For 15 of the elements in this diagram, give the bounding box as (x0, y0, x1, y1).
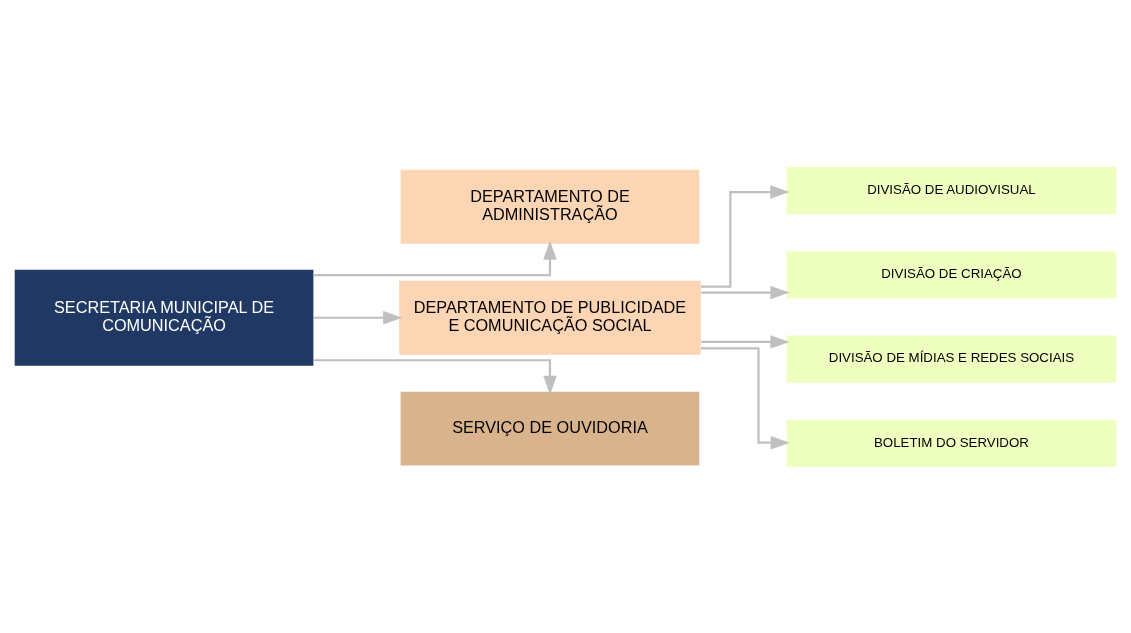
node-box: DIVISÃO DE CRIAÇÃO (786, 250, 1117, 298)
node-box: SECRETARIA MUNICIPAL DE COMUNICAÇÃO (14, 269, 314, 366)
node-box: BOLETIM DO SERVIDOR (786, 419, 1117, 467)
arrow (313, 240, 557, 276)
arrow (701, 334, 790, 349)
arrow (701, 184, 790, 288)
node-box: DEPARTAMENTO DE PUBLICIDADE E COMUNICAÇÃO SOCIAL (399, 280, 701, 355)
node-box: DIVISÃO DE AUDIOVISUAL (786, 166, 1117, 214)
node-box: DEPARTAMENTO DE ADMINISTRAÇÃO (400, 169, 700, 244)
arrow (701, 285, 790, 299)
node-box: DIVISÃO DE MÍDIAS E REDES SOCIAIS (786, 335, 1117, 383)
node-box: SERVIÇO DE OUVIDORIA (400, 391, 700, 466)
arrow (313, 310, 403, 324)
arrow (313, 358, 557, 395)
arrow (700, 346, 790, 449)
